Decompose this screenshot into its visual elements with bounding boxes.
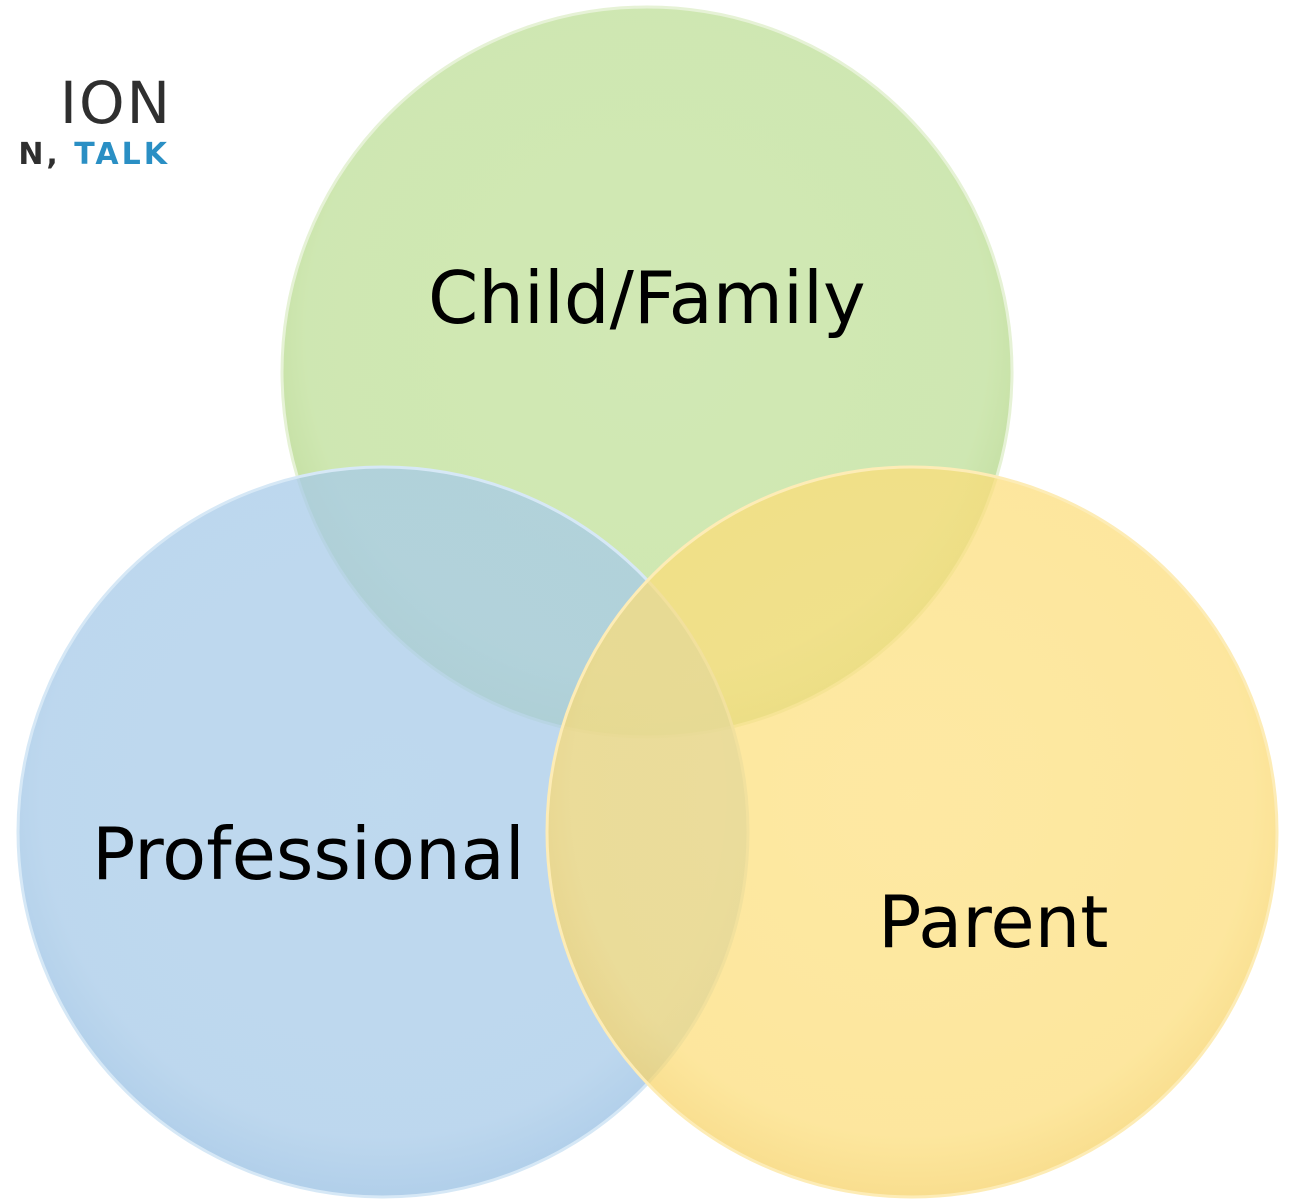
circle-parent: [545, 465, 1279, 1199]
logo: ION N, TALK: [0, 72, 200, 192]
logo-tagline-part1: N,: [18, 137, 61, 172]
label-child-family: Child/Family: [428, 256, 866, 340]
label-parent: Parent: [878, 880, 1109, 964]
logo-tagline: N, TALK: [18, 138, 170, 172]
logo-tagline-part2: TALK: [74, 137, 170, 172]
label-professional: Professional: [92, 812, 525, 896]
logo-wordmark: ION: [59, 69, 172, 137]
